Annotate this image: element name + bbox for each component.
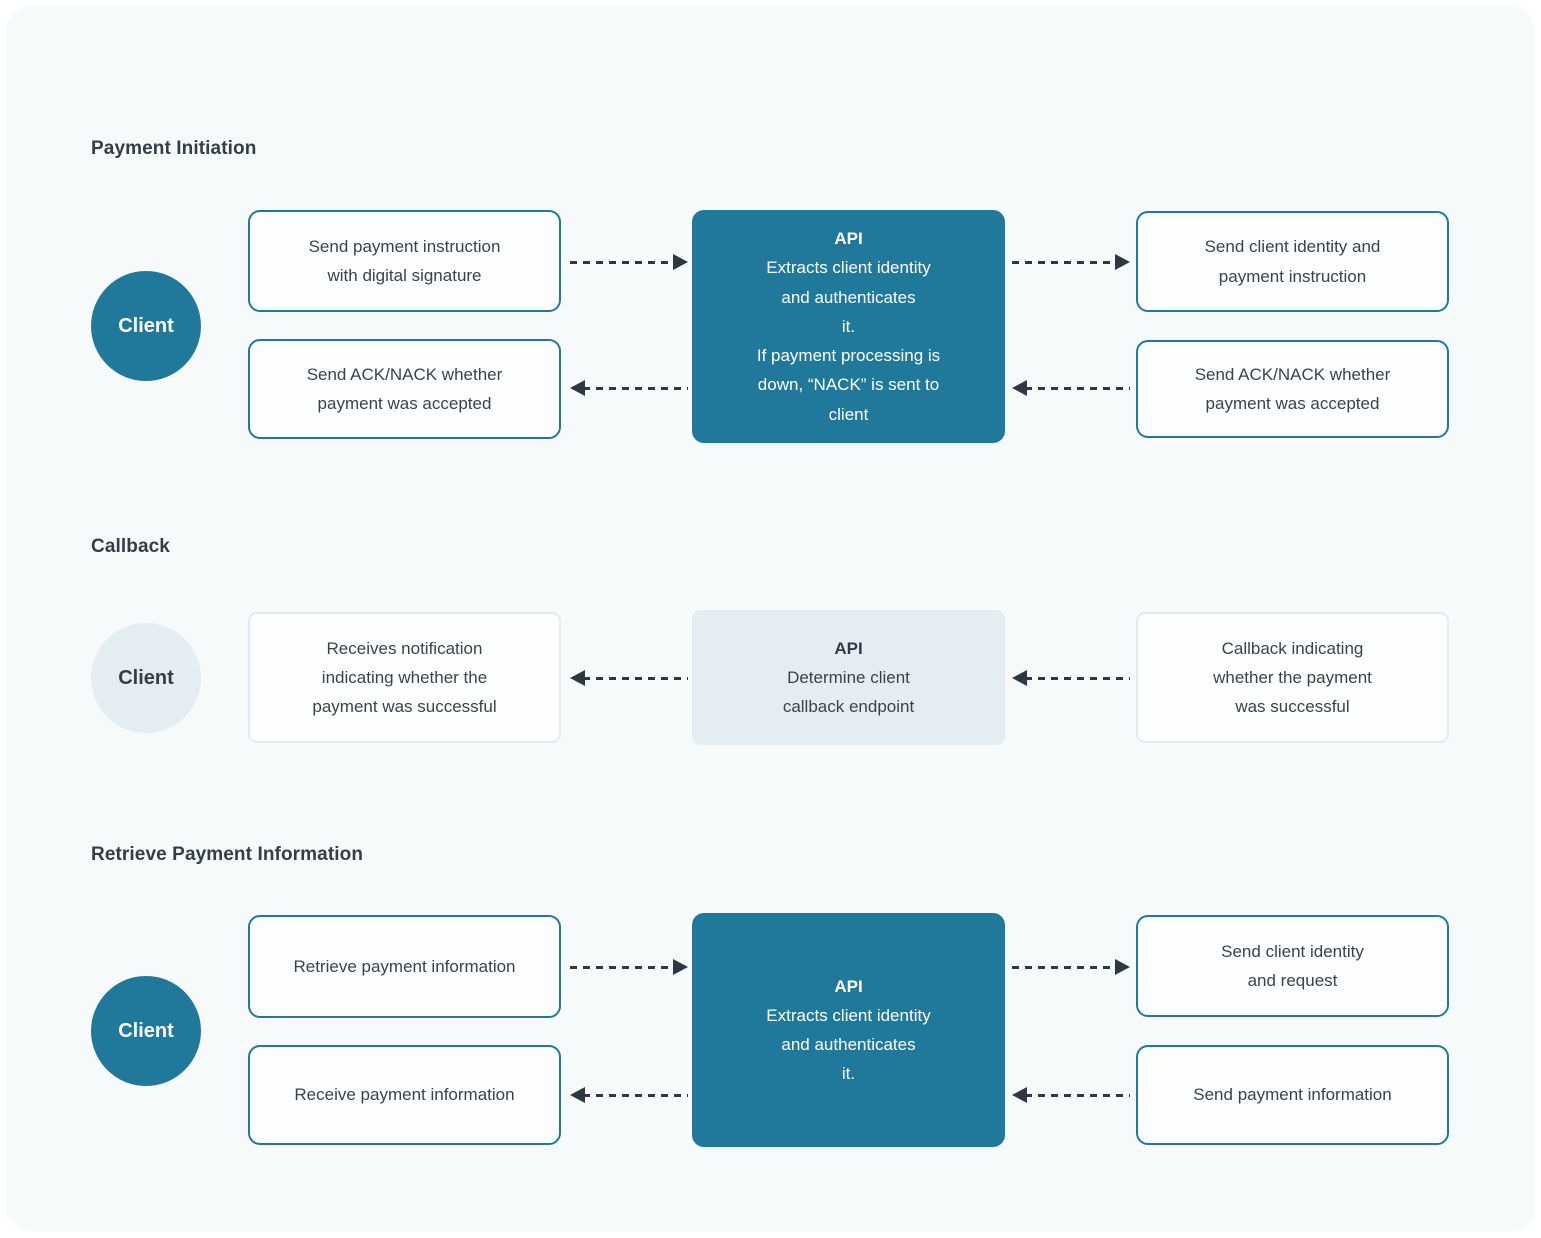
arrowhead-right-icon [673, 254, 688, 270]
api-title: API [834, 976, 863, 996]
api-body: Extracts client identity and authenticat… [756, 258, 941, 424]
arrowhead-right-icon [1115, 254, 1130, 270]
api-body: Determine client callback endpoint [782, 667, 915, 717]
dashed-line [1025, 676, 1130, 680]
dashed-line [570, 260, 675, 264]
flow-box-text: Send client identity and payment instruc… [1204, 237, 1381, 286]
dashed-arrow-left-icon [570, 1087, 688, 1103]
arrowhead-left-icon [570, 1087, 585, 1103]
arrowhead-left-icon [1012, 380, 1027, 396]
dashed-line [1025, 1093, 1130, 1097]
flow-box-text: Send payment information [1193, 1085, 1392, 1105]
dashed-line [570, 965, 675, 969]
flow-box-text: Send client identity and request [1221, 941, 1364, 990]
arrowhead-left-icon [1012, 670, 1027, 686]
flow-box-send-ack-nack-client: Send ACK/NACK whether payment was accept… [248, 339, 561, 439]
api-box-retrieve-payment: API Extracts client identity and authent… [692, 913, 1005, 1147]
flow-box-text: Receives notification indicating whether… [312, 638, 497, 717]
dashed-arrow-left-icon [1012, 1087, 1130, 1103]
flow-box-text: Send payment instruction with digital si… [308, 236, 501, 285]
dashed-arrow-right-icon [570, 959, 688, 975]
arrowhead-right-icon [1115, 959, 1130, 975]
flow-box-send-client-identity-request: Send client identity and request [1136, 915, 1449, 1017]
flow-box-text: Send ACK/NACK whether payment was accept… [306, 364, 503, 413]
section-title-payment-initiation: Payment Initiation [91, 138, 257, 159]
arrowhead-left-icon [1012, 1087, 1027, 1103]
flow-box-text: Receive payment information [294, 1085, 515, 1105]
api-box-payment-initiation: API Extracts client identity and authent… [692, 210, 1005, 443]
section-title-callback: Callback [91, 536, 170, 557]
dashed-arrow-left-icon [1012, 670, 1130, 686]
flow-box-text: Send ACK/NACK whether payment was accept… [1194, 364, 1391, 413]
api-title: API [834, 638, 863, 658]
diagram-canvas: Payment Initiation Client Send payment i… [6, 6, 1535, 1232]
api-box-callback: API Determine client callback endpoint [692, 610, 1005, 745]
dashed-line [583, 386, 688, 390]
flow-box-receive-payment-information: Receive payment information [248, 1045, 561, 1145]
dashed-line [1025, 386, 1130, 390]
arrowhead-left-icon [570, 380, 585, 396]
api-body: Extracts client identity and authenticat… [766, 1005, 931, 1084]
flow-box-text: Retrieve payment information [293, 956, 516, 976]
client-label: Client [118, 1019, 174, 1042]
flow-box-text: Callback indicating whether the payment … [1213, 638, 1372, 717]
dashed-line [1012, 260, 1117, 264]
section-title-retrieve-payment-information: Retrieve Payment Information [91, 844, 364, 865]
dashed-arrow-right-icon [1012, 959, 1130, 975]
client-label: Client [118, 314, 174, 337]
dashed-arrow-left-icon [1012, 380, 1130, 396]
client-label: Client [118, 666, 174, 689]
flow-box-send-payment-information: Send payment information [1136, 1045, 1449, 1145]
flow-box-send-client-identity: Send client identity and payment instruc… [1136, 211, 1449, 312]
api-title: API [834, 229, 863, 249]
flow-box-receives-notification: Receives notification indicating whether… [248, 612, 561, 743]
arrowhead-right-icon [673, 959, 688, 975]
flow-box-send-payment-instruction: Send payment instruction with digital si… [248, 210, 561, 312]
dashed-line [583, 1093, 688, 1097]
client-circle: Client [91, 976, 201, 1086]
dashed-arrow-left-icon [570, 380, 688, 396]
dashed-arrow-left-icon [570, 670, 688, 686]
dashed-line [583, 676, 688, 680]
flow-box-send-ack-nack-backend: Send ACK/NACK whether payment was accept… [1136, 340, 1449, 438]
client-circle: Client [91, 271, 201, 381]
dashed-arrow-right-icon [1012, 254, 1130, 270]
flow-box-callback-indicating: Callback indicating whether the payment … [1136, 612, 1449, 743]
arrowhead-left-icon [570, 670, 585, 686]
dashed-line [1012, 965, 1117, 969]
dashed-arrow-right-icon [570, 254, 688, 270]
client-circle: Client [91, 623, 201, 733]
flow-box-retrieve-payment-information: Retrieve payment information [248, 915, 561, 1018]
